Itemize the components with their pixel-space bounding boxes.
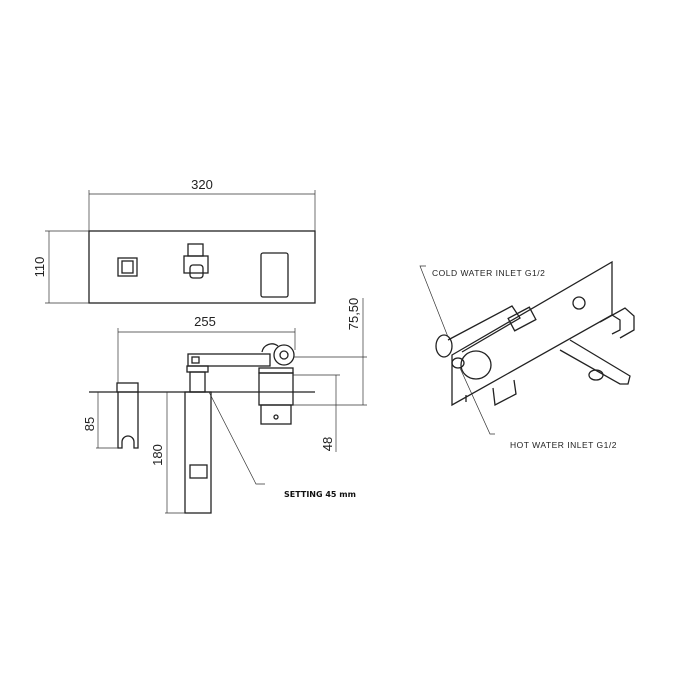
dim-110: 110 [32,257,47,278]
dim-75-50: 75,50 [346,298,361,331]
iso-nut [572,296,586,310]
shower-holder [117,392,139,449]
front-holder [117,257,138,277]
iso-plate [451,260,613,407]
front-panel [88,230,316,304]
spout [184,391,212,514]
cartridge [258,372,294,406]
cold-inlet [435,334,453,358]
dim-85: 85 [82,417,97,431]
iso-valve [447,305,521,353]
front-view: 320 110 [32,177,316,304]
setting-note: SETTING 45 mm [284,490,356,499]
dim-180: 180 [150,444,165,466]
dim-255: 255 [194,314,216,329]
hot-inlet [451,357,465,369]
isometric-view: COLD WATER INLET G1/2 HOT WATER INLET G1… [419,260,635,450]
front-spout-top [187,243,204,257]
hot-inlet-label: HOT WATER INLET G1/2 [510,440,617,450]
cold-inlet-label: COLD WATER INLET G1/2 [432,268,545,278]
side-view: 255 75,50 48 85 180 SETTING 45 mm [82,298,367,514]
lever [187,353,271,367]
dim-48: 48 [320,437,335,451]
dim-320: 320 [191,177,213,192]
knob [273,344,295,366]
front-handle [260,252,289,298]
